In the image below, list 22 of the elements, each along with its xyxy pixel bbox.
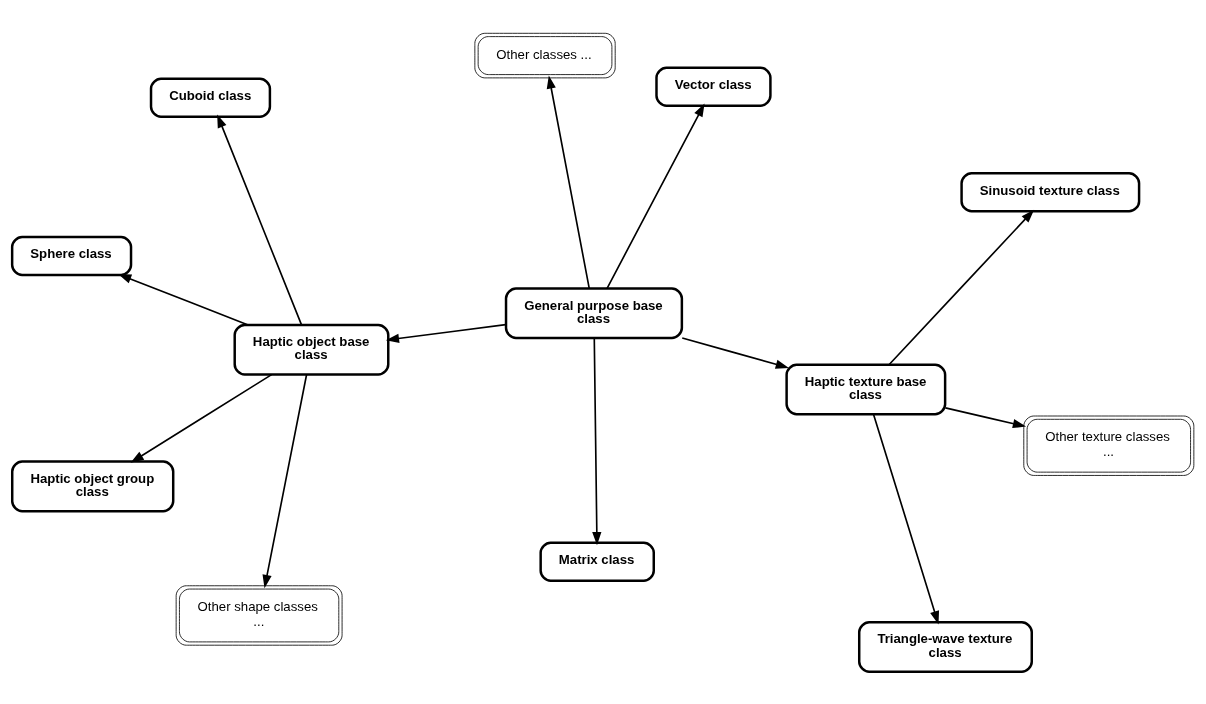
node-box: Triangle-wave texture class bbox=[858, 620, 1033, 673]
node-box: Haptic object base class bbox=[233, 323, 390, 376]
arrow bbox=[681, 336, 789, 369]
node-box: Haptic object group class bbox=[11, 459, 175, 512]
node-box: Cuboid class bbox=[149, 76, 272, 118]
arrow bbox=[944, 406, 1027, 428]
arrow bbox=[262, 373, 308, 588]
node-box: General purpose base class bbox=[504, 286, 684, 339]
arrow bbox=[546, 75, 591, 289]
arrow bbox=[385, 323, 507, 343]
node-box: Vector class bbox=[655, 65, 772, 107]
node-box: Sinusoid texture class bbox=[960, 171, 1141, 213]
arrow bbox=[606, 103, 705, 289]
arrow bbox=[217, 113, 303, 326]
arrow bbox=[592, 336, 602, 545]
arrow bbox=[872, 413, 940, 624]
arrow bbox=[118, 273, 249, 326]
node-box: Sphere class bbox=[10, 235, 133, 276]
arrow bbox=[888, 209, 1035, 365]
arrow bbox=[130, 373, 273, 463]
node-box: Matrix class bbox=[539, 540, 655, 582]
node-box: Haptic texture base class bbox=[785, 363, 947, 415]
